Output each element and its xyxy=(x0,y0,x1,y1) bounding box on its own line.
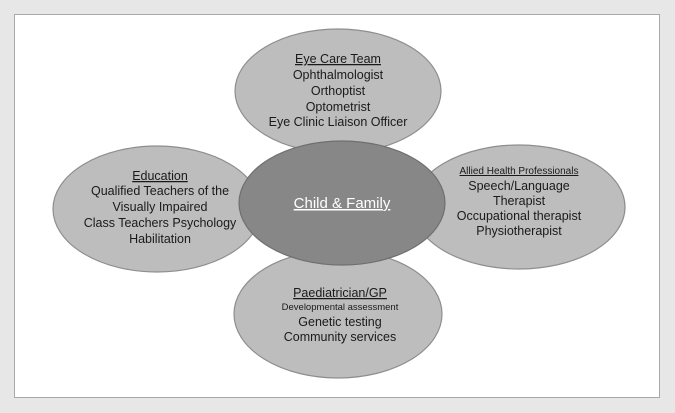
paediatrician-item: Genetic testing xyxy=(298,315,381,329)
allied-item: Therapist xyxy=(493,194,546,208)
education-item: Visually Impaired xyxy=(113,200,208,214)
paediatrician-item: Community services xyxy=(284,330,397,344)
paediatrician-item: Developmental assessment xyxy=(282,302,399,313)
eye-care-item: Eye Clinic Liaison Officer xyxy=(269,115,408,129)
eye-care-item: Orthoptist xyxy=(311,84,366,98)
child-family-ellipse xyxy=(238,140,446,266)
allied-item: Physiotherapist xyxy=(476,224,562,238)
eye-care-item: Ophthalmologist xyxy=(293,68,384,82)
education-item: Class Teachers Psychology xyxy=(84,216,237,230)
allied-heading: Allied Health Professionals xyxy=(460,166,579,177)
education-item: Qualified Teachers of the xyxy=(91,184,229,198)
education-heading: Education xyxy=(132,169,188,183)
education-item: Habilitation xyxy=(129,232,191,246)
allied-item: Occupational therapist xyxy=(457,209,582,223)
paediatrician-ellipse xyxy=(233,249,443,379)
eye-care-item: Optometrist xyxy=(306,100,371,114)
allied-item: Speech/Language xyxy=(468,179,570,193)
eye-care-heading: Eye Care Team xyxy=(295,52,381,66)
center-label: Child & Family xyxy=(294,195,391,212)
paediatrician-heading: Paediatrician/GP xyxy=(293,286,387,300)
